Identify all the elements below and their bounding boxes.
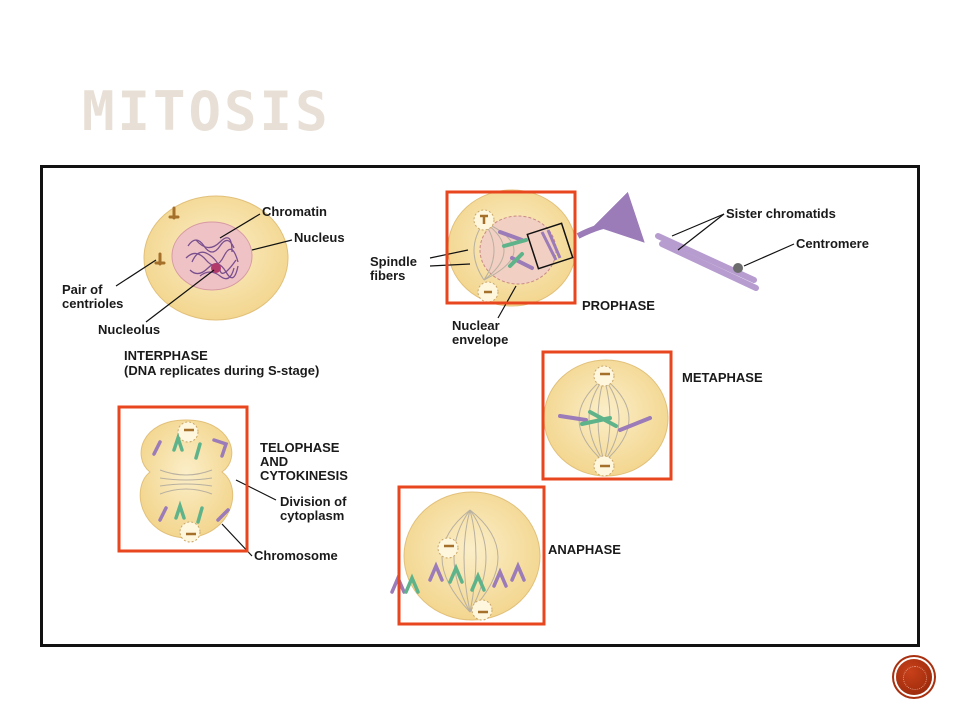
prophase-leaders <box>429 213 795 319</box>
label-pair-of-centrioles-2: centrioles <box>62 296 123 311</box>
highlight-box-metaphase <box>541 350 673 481</box>
highlight-box-telophase <box>117 405 249 553</box>
caption-telophase-1: TELOPHASE <box>260 440 340 455</box>
caption-anaphase: ANAPHASE <box>548 542 621 557</box>
interphase-leaders <box>115 213 293 323</box>
interphase-cell <box>143 195 289 321</box>
caption-telophase-2: AND <box>260 454 288 469</box>
caption-interphase-1: INTERPHASE <box>124 348 208 363</box>
label-division-of-cytoplasm-1: Division of <box>280 494 347 509</box>
slide-title: MITOSIS <box>82 80 331 143</box>
label-division-of-cytoplasm-2: cytoplasm <box>280 508 344 523</box>
label-chromatin: Chromatin <box>262 204 327 219</box>
label-nucleolus: Nucleolus <box>98 322 160 337</box>
label-spindle-fibers-2: fibers <box>370 268 405 283</box>
label-chromosome: Chromosome <box>254 548 338 563</box>
centriole-pair <box>154 206 180 266</box>
caption-interphase-2: (DNA replicates during S-stage) <box>124 363 319 378</box>
anaphase-cell <box>390 491 541 621</box>
label-nucleus: Nucleus <box>294 230 345 245</box>
label-centromere: Centromere <box>796 236 869 251</box>
caption-telophase-3: CYTOKINESIS <box>260 468 348 483</box>
label-pair-of-centrioles-1: Pair of <box>62 282 103 297</box>
sister-chromatids <box>655 233 759 291</box>
caption-prophase: PROPHASE <box>582 298 655 313</box>
caption-metaphase: METAPHASE <box>682 370 763 385</box>
highlight-box-anaphase <box>397 485 546 626</box>
circle-nav-icon[interactable] <box>896 659 932 695</box>
label-nuclear-envelope-2: envelope <box>452 332 508 347</box>
prophase-cell <box>447 189 577 307</box>
label-spindle-fibers-1: Spindle <box>370 254 417 269</box>
highlight-box-prophase <box>445 190 577 305</box>
telophase-cell <box>139 419 234 543</box>
label-nuclear-envelope-1: Nuclear <box>452 318 500 333</box>
metaphase-cell <box>543 359 669 477</box>
centromere <box>733 263 743 273</box>
label-sister-chromatids: Sister chromatids <box>726 206 836 221</box>
